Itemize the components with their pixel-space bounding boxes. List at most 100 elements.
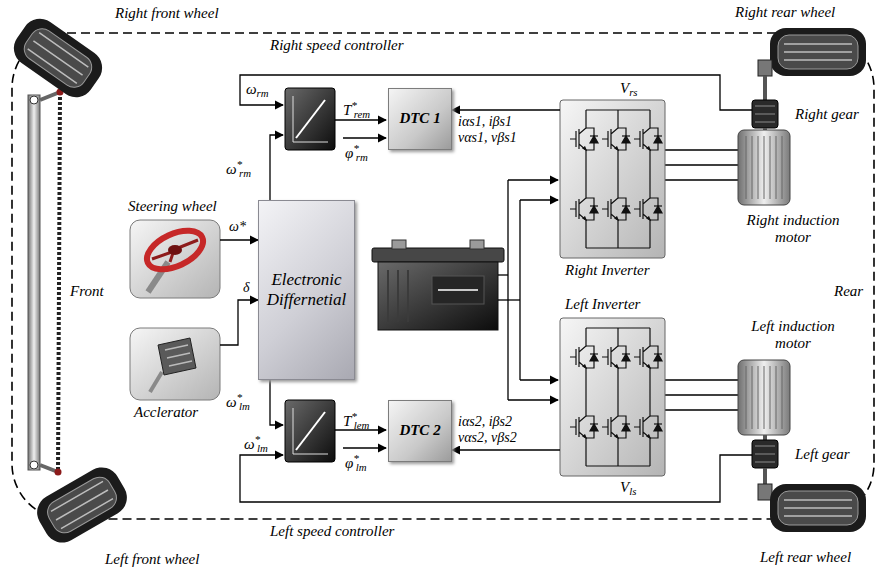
front-wheel	[28, 33, 89, 84]
inverter-bridge	[560, 100, 665, 258]
inverter-bridge	[570, 192, 598, 226]
signal-wire	[270, 380, 283, 425]
inverter-bridge	[560, 318, 665, 476]
part-label: Right gear	[795, 106, 859, 123]
speed-controller	[285, 88, 335, 150]
battery	[432, 276, 484, 304]
power-wire	[498, 274, 508, 275]
front-wheel	[31, 461, 134, 549]
rear-drive-left	[752, 440, 778, 468]
rear-drive-left	[770, 484, 866, 532]
signal-wire	[240, 75, 752, 502]
inverter-bridge	[586, 328, 650, 466]
box-heading: Left Inverter	[565, 296, 640, 313]
battery	[470, 240, 484, 249]
dtc-box: DTC 2	[388, 400, 452, 462]
power-wire	[508, 179, 558, 180]
rear-drive-right	[778, 35, 858, 69]
battery	[372, 240, 504, 330]
signal-label: T*rem	[343, 99, 370, 121]
accelerator-icon	[150, 372, 162, 392]
inverter-bridge	[634, 340, 662, 374]
front-wheel	[7, 12, 109, 105]
part-label: Left rear wheel	[760, 549, 851, 566]
edge-label: δ	[243, 280, 250, 296]
steering-wheel-icon	[130, 220, 220, 298]
side-label: Front	[70, 283, 104, 300]
box-heading: Acclerator	[134, 404, 198, 421]
power-wire	[507, 180, 508, 400]
accelerator-input: Acclerator	[130, 328, 220, 400]
signal-label: φ*lm	[345, 452, 367, 474]
battery	[388, 270, 408, 322]
signal-wire	[343, 447, 386, 448]
accelerator-icon	[165, 345, 192, 366]
signal-label: T*lem	[343, 410, 369, 432]
part-label: Left induction motor	[738, 318, 848, 353]
rear-drive-left	[746, 366, 782, 429]
part-label: Left front wheel	[105, 551, 199, 568]
signal-label: φ*rm	[345, 142, 368, 164]
accelerator-icon	[130, 328, 220, 400]
inverter-bridge	[570, 340, 598, 374]
speed-controller	[296, 412, 325, 450]
battery	[372, 248, 504, 262]
rear-drive-right	[784, 44, 852, 60]
edge-label: ω*	[229, 219, 246, 235]
speed-controller	[285, 400, 335, 462]
speed-controller	[285, 88, 335, 150]
front-wheel	[31, 461, 134, 549]
edge-label: iαs2, iβs2 vαs2, vβs2	[458, 414, 538, 446]
steering-linkage	[28, 89, 64, 476]
box-heading: Steering wheel	[128, 198, 217, 215]
rear-drive-right	[752, 100, 778, 128]
rear-drive-left	[763, 435, 767, 440]
inverter-bridge	[560, 100, 665, 258]
rear-drive-right	[746, 136, 782, 199]
signal-label: Vrs	[620, 80, 638, 99]
rear-drive-left	[784, 500, 852, 516]
inverter-bridge	[586, 328, 650, 466]
signal-label: ω*lm	[226, 391, 250, 413]
signal-wire	[240, 455, 752, 502]
box-text: Electronic Differnetial	[265, 270, 348, 309]
signal-label: ωrm	[246, 81, 269, 100]
battery	[378, 262, 498, 330]
part-label: Right front wheel	[115, 5, 219, 22]
rear-drive-left	[755, 446, 775, 462]
steering-wheel-icon	[130, 220, 220, 298]
vehicle-outline	[12, 33, 874, 519]
battery	[392, 240, 406, 249]
differential-box: Electronic Differnetial	[258, 200, 355, 380]
inverter-bridge	[634, 410, 662, 444]
rear-drive-left	[763, 468, 767, 484]
inverter-bridge	[602, 340, 630, 374]
side-label: Rear	[834, 283, 863, 300]
rear-drive-right	[738, 130, 790, 205]
inverter-bridge	[602, 410, 630, 444]
inverter-bridge	[570, 410, 598, 444]
power-wire	[508, 399, 558, 400]
rear-drive-right	[770, 28, 866, 76]
rear-drive-right	[738, 28, 866, 205]
signal-wire	[240, 75, 752, 110]
part-label: Right rear wheel	[735, 4, 835, 21]
signal-arrow	[220, 239, 258, 240]
signal-label: Vls	[620, 479, 636, 498]
part-label: Right induction motor	[738, 212, 848, 247]
rear-drive-left	[738, 360, 790, 435]
front-wheel	[43, 473, 121, 537]
inverter-bridge	[634, 122, 662, 156]
part-label: Left gear	[795, 446, 850, 463]
power-wire	[519, 200, 520, 380]
rear-drive-left	[778, 491, 858, 525]
box-text: DTC 1	[399, 110, 440, 127]
inverter-bridge	[560, 318, 665, 476]
steering-wheel-icon	[141, 223, 209, 277]
signal-label: ω*rm	[226, 158, 251, 180]
inverter-box: Right Inverter	[560, 100, 665, 258]
box-heading: Right Inverter	[565, 262, 650, 279]
rear-drive-right	[755, 106, 775, 122]
power-wire	[498, 299, 520, 300]
group-label: Right speed controller	[270, 37, 404, 54]
